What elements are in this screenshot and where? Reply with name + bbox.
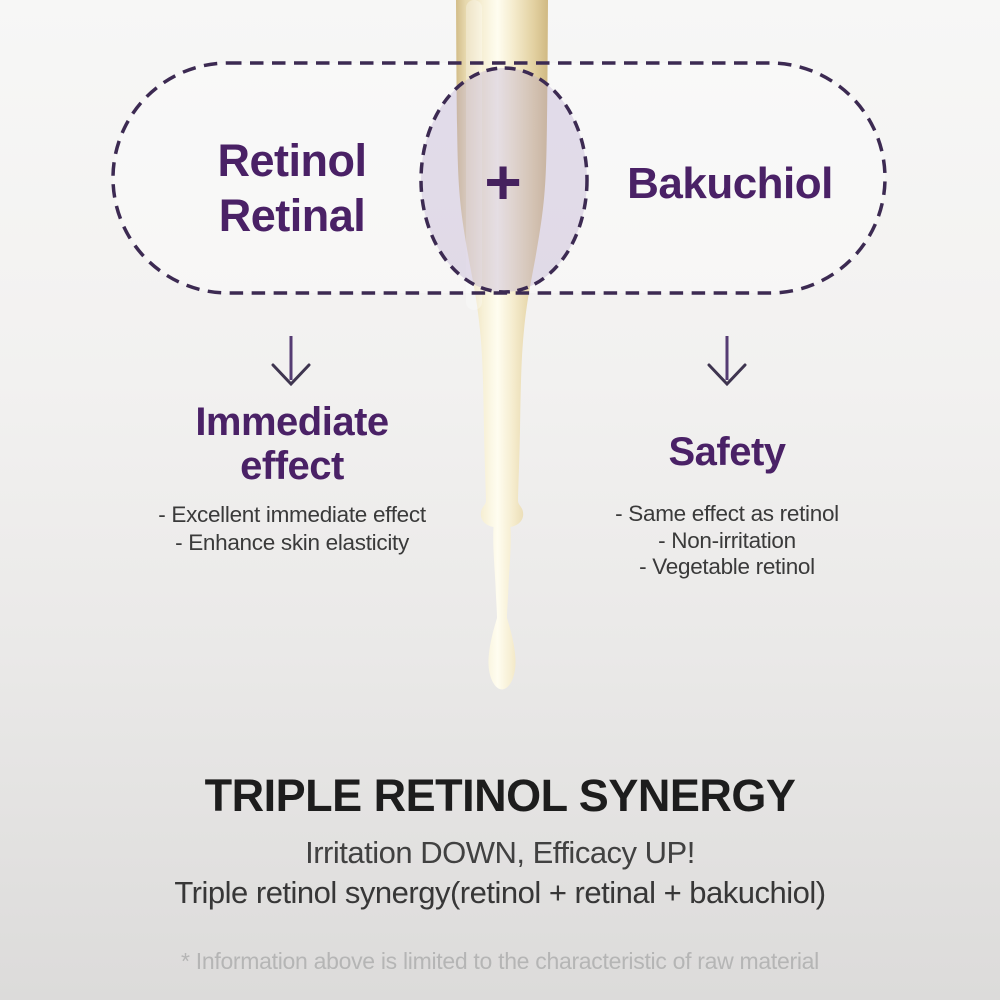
down-arrow-icon (271, 336, 311, 387)
bullet-item: - Vegetable retinol (639, 554, 815, 580)
venn-capsule-outline (111, 61, 887, 295)
left-column-bullets: - Excellent immediate effect - Enhance s… (112, 501, 472, 557)
left-heading-line2: effect (240, 444, 344, 488)
venn-left-line1: Retinol (217, 135, 368, 186)
bullet-item: - Enhance skin elasticity (175, 529, 409, 555)
venn-left-label: Retinol Retinal (112, 134, 472, 244)
footer-subtitle-2: Triple retinol synergy(retinol + retinal… (174, 875, 826, 910)
down-arrow-icon (707, 336, 747, 387)
right-column-bullets: - Same effect as retinol - Non-irritatio… (557, 501, 897, 581)
footer-subtitle-1: Irritation DOWN, Efficacy UP! (305, 835, 695, 870)
bullet-item: - Excellent immediate effect (158, 502, 426, 527)
venn-right-label: Bakuchiol (627, 159, 833, 208)
dropper-pipette (456, 0, 548, 690)
footer-disclaimer: * Information above is limited to the ch… (181, 948, 819, 974)
left-column-heading: Immediate effect (122, 400, 462, 488)
right-column-heading: Safety (668, 430, 786, 474)
plus-icon: + (484, 146, 522, 218)
left-heading-line1: Immediate (195, 400, 389, 444)
venn-left-line2: Retinal (218, 189, 366, 241)
footer-title: TRIPLE RETINOL SYNERGY (204, 770, 796, 821)
bullet-item: - Non-irritation (658, 527, 796, 553)
bullet-item: - Same effect as retinol (615, 501, 839, 526)
